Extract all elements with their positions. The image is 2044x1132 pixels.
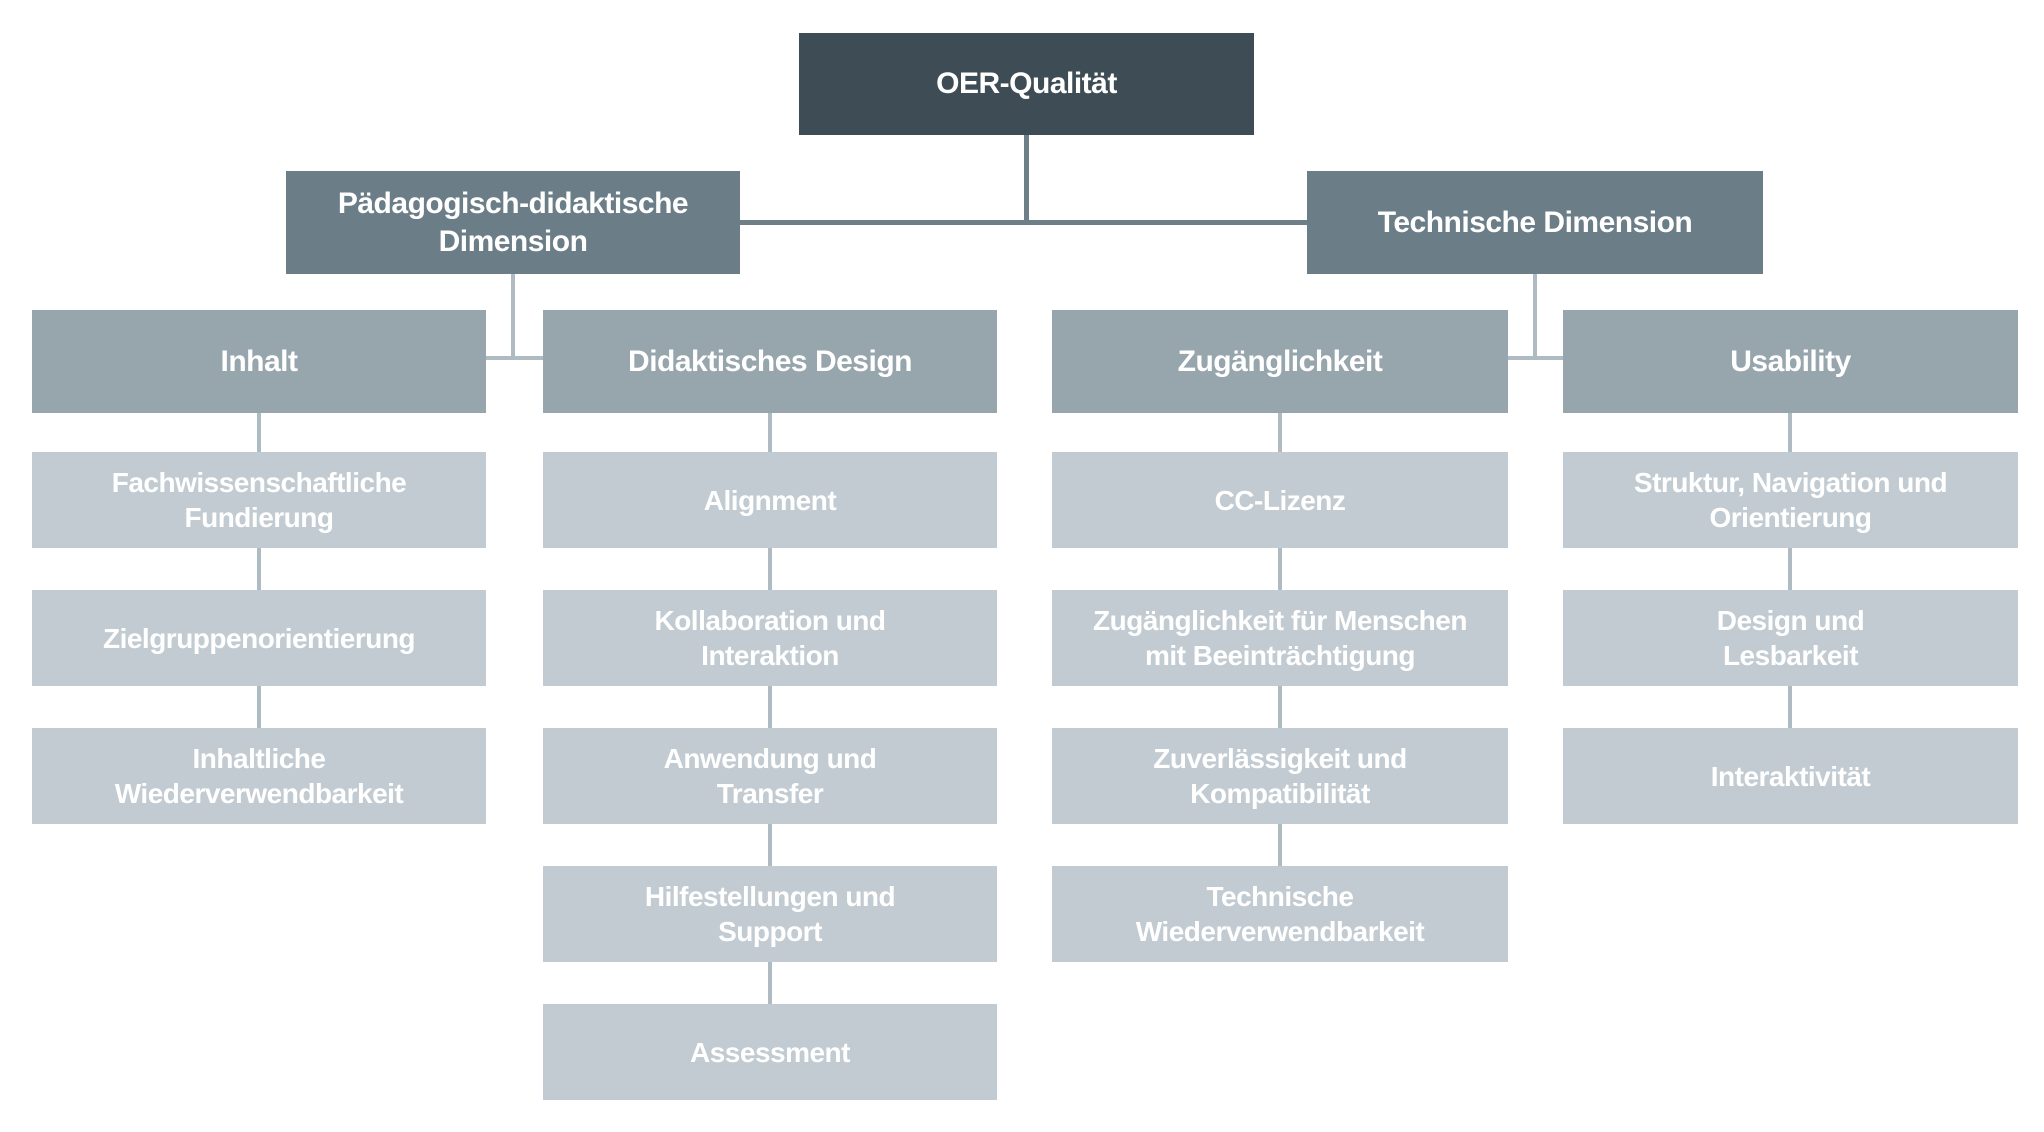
connector-line — [1024, 135, 1029, 223]
connector-line — [257, 413, 261, 452]
root-box-oer-qualitaet: OER-Qualität — [799, 33, 1254, 135]
item-box-design-und-lesbarkeit: Design und Lesbarkeit — [1563, 590, 2018, 686]
connector-line — [1788, 413, 1792, 452]
connector-line — [1508, 356, 1563, 360]
connector-line — [1278, 686, 1282, 728]
category-box-inhalt: Inhalt — [32, 310, 486, 413]
connector-line — [768, 824, 772, 866]
item-box-interaktivitaet: Interaktivität — [1563, 728, 2018, 824]
dimension-box-technisch: Technische Dimension — [1307, 171, 1763, 274]
connector-line — [1788, 548, 1792, 590]
item-box-zugaenglichkeit-fuer-menschen: Zugänglichkeit für Menschen mit Beeinträ… — [1052, 590, 1508, 686]
connector-line — [511, 274, 515, 360]
connector-line — [257, 686, 261, 728]
item-box-cc-lizenz: CC-Lizenz — [1052, 452, 1508, 548]
category-box-didaktisches-design: Didaktisches Design — [543, 310, 997, 413]
item-box-anwendung-und-transfer: Anwendung und Transfer — [543, 728, 997, 824]
item-box-zielgruppenorientierung: Zielgruppenorientierung — [32, 590, 486, 686]
connector-line — [1278, 548, 1282, 590]
item-box-assessment: Assessment — [543, 1004, 997, 1100]
item-box-struktur-navigation-orientierung: Struktur, Navigation und Orientierung — [1563, 452, 2018, 548]
item-box-zuverlaessigkeit-und-kompatibilitaet: Zuverlässigkeit und Kompatibilität — [1052, 728, 1508, 824]
connector-line — [768, 962, 772, 1004]
dimension-box-paedagogisch-didaktisch: Pädagogisch-didaktische Dimension — [286, 171, 740, 274]
item-box-hilfestellungen-und-support: Hilfestellungen und Support — [543, 866, 997, 962]
item-box-inhaltliche-wiederverwendbarkeit: Inhaltliche Wiederverwendbarkeit — [32, 728, 486, 824]
category-box-zugaenglichkeit: Zugänglichkeit — [1052, 310, 1508, 413]
item-box-alignment: Alignment — [543, 452, 997, 548]
connector-line — [1788, 686, 1792, 728]
category-box-usability: Usability — [1563, 310, 2018, 413]
connector-line — [768, 413, 772, 452]
connector-line — [486, 356, 543, 360]
connector-line — [740, 220, 1307, 225]
item-box-kollaboration-und-interaktion: Kollaboration und Interaktion — [543, 590, 997, 686]
item-box-technische-wiederverwendbarkeit: Technische Wiederverwendbarkeit — [1052, 866, 1508, 962]
connector-line — [768, 686, 772, 728]
connector-line — [1533, 274, 1537, 360]
connector-line — [768, 548, 772, 590]
connector-line — [1278, 824, 1282, 866]
connector-line — [257, 548, 261, 590]
item-box-fachwissenschaftliche-fundierung: Fachwissenschaftliche Fundierung — [32, 452, 486, 548]
connector-line — [1278, 413, 1282, 452]
